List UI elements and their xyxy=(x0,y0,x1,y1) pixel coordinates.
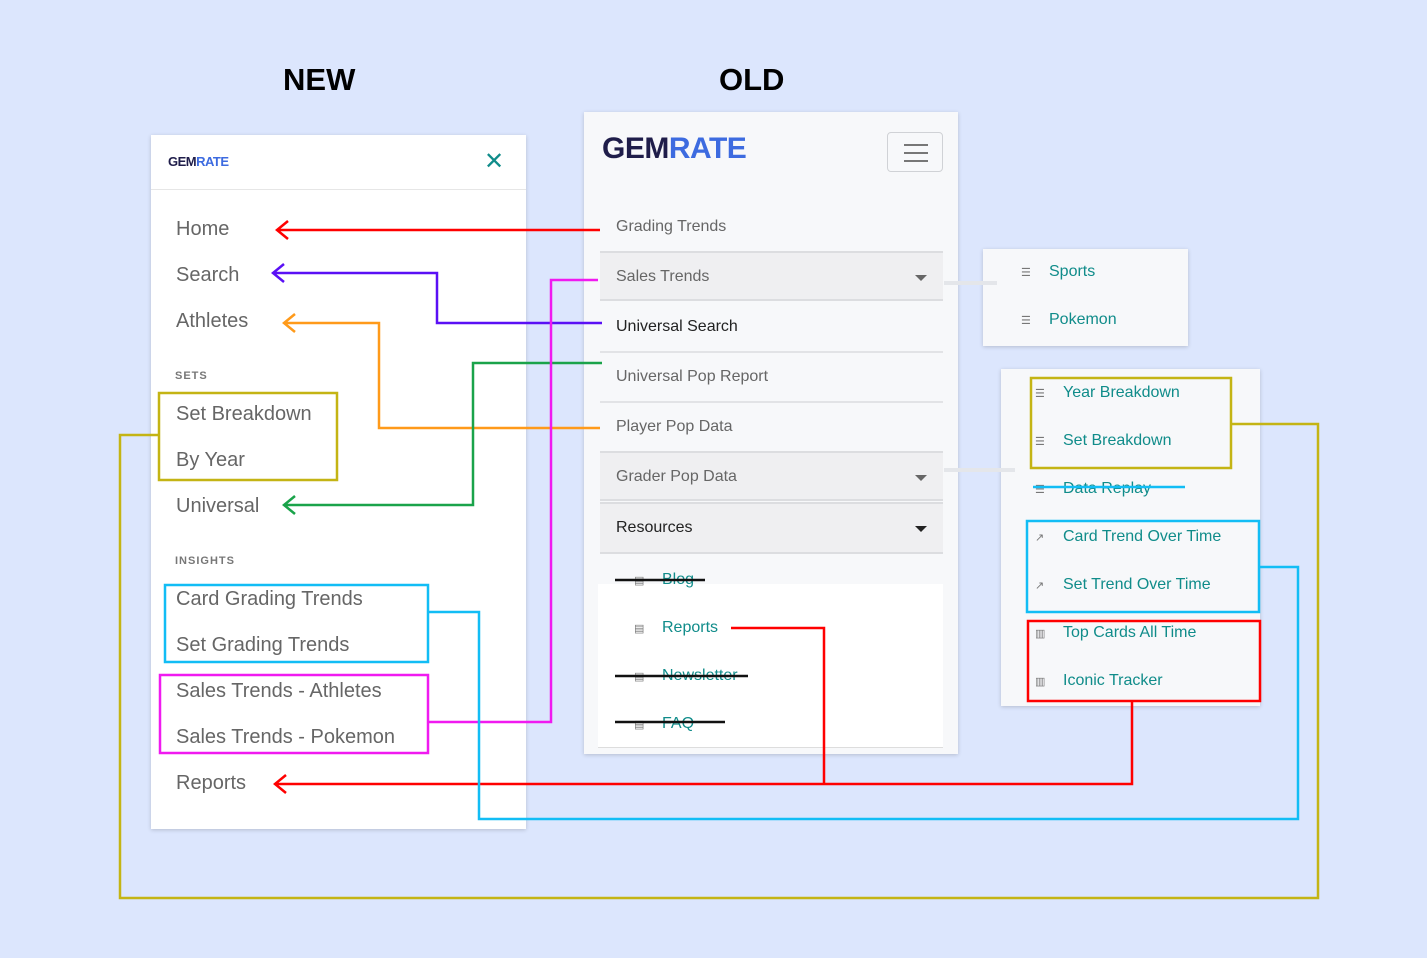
table-icon: ▥ xyxy=(1035,628,1046,640)
sales-pokemon[interactable]: ☰Pokemon xyxy=(1021,311,1117,328)
sets-heading: SETS xyxy=(175,370,208,382)
old-sales-trends[interactable]: Sales Trends xyxy=(600,251,943,301)
box-sets-old xyxy=(1029,376,1233,470)
document-icon: ▤ xyxy=(634,623,645,635)
box-sales xyxy=(158,673,430,755)
caret-down-icon xyxy=(915,475,927,481)
box-sets-new xyxy=(157,391,339,482)
old-menu-panel: GEMRATE Grading Trends Sales Trends Univ… xyxy=(584,112,958,754)
nav-home[interactable]: Home xyxy=(176,218,230,240)
line-trends xyxy=(428,565,1300,821)
nav-reports[interactable]: Reports xyxy=(176,772,247,794)
sales-submenu: ☰Sports ☰Pokemon xyxy=(983,249,1188,346)
caret-down-icon xyxy=(915,526,927,532)
nav-by-year[interactable]: By Year xyxy=(176,449,245,471)
grader-data-replay[interactable]: ☰Data Replay xyxy=(1035,480,1152,497)
nav-athletes[interactable]: Athletes xyxy=(176,310,249,332)
grader-card-trend[interactable]: ↗Card Trend Over Time xyxy=(1035,528,1222,545)
res-reports[interactable]: ▤Reports xyxy=(634,619,719,636)
nav-card-grading-trends[interactable]: Card Grading Trends xyxy=(176,588,363,610)
sales-sports[interactable]: ☰Sports xyxy=(1021,263,1096,280)
new-label: NEW xyxy=(283,62,356,97)
old-universal-pop-report[interactable]: Universal Pop Report xyxy=(600,353,943,403)
res-faq[interactable]: ▤FAQ xyxy=(634,715,695,732)
box-top-cards xyxy=(1026,619,1262,703)
grader-iconic-tracker[interactable]: ▥Iconic Tracker xyxy=(1035,672,1163,689)
close-icon[interactable]: ✕ xyxy=(484,148,505,175)
gemrate-logo[interactable]: GEMRATE xyxy=(602,132,747,165)
hamburger-menu-button[interactable] xyxy=(887,132,943,172)
grader-submenu: ☰Year Breakdown ☰Set Breakdown ☰Data Rep… xyxy=(1001,369,1260,706)
list-icon: ☰ xyxy=(1021,315,1031,327)
arrow-athletes xyxy=(282,313,600,430)
list-icon: ☰ xyxy=(1035,436,1045,448)
new-menu-panel: GEMRATE ✕ Home Search Athletes SETS Set … xyxy=(151,135,526,829)
table-icon: ▥ xyxy=(1035,676,1046,688)
divider xyxy=(151,189,526,190)
trend-icon: ↗ xyxy=(1035,580,1045,592)
nav-set-breakdown[interactable]: Set Breakdown xyxy=(176,403,312,425)
old-grading-trends[interactable]: Grading Trends xyxy=(616,218,727,235)
grader-set-breakdown[interactable]: ☰Set Breakdown xyxy=(1035,432,1172,449)
nav-sales-pokemon[interactable]: Sales Trends - Pokemon xyxy=(176,726,395,748)
box-trends-new xyxy=(163,583,430,664)
resources-submenu xyxy=(598,584,943,748)
list-icon: ☰ xyxy=(1035,484,1045,496)
nav-universal[interactable]: Universal xyxy=(176,495,260,517)
arrow-reports xyxy=(273,626,1134,794)
arrow-universal xyxy=(282,361,602,515)
grader-year-breakdown[interactable]: ☰Year Breakdown xyxy=(1035,384,1180,401)
caret-down-icon xyxy=(915,275,927,281)
old-grader-pop-data[interactable]: Grader Pop Data xyxy=(600,451,943,501)
old-universal-search[interactable]: Universal Search xyxy=(600,303,943,353)
list-icon: ☰ xyxy=(1035,388,1045,400)
nav-set-grading-trends[interactable]: Set Grading Trends xyxy=(176,634,350,656)
old-label: OLD xyxy=(719,62,785,97)
nav-sales-athletes[interactable]: Sales Trends - Athletes xyxy=(176,680,382,702)
arrow-search xyxy=(271,263,602,325)
insights-heading: INSIGHTS xyxy=(175,555,235,567)
list-icon: ☰ xyxy=(1021,267,1031,279)
old-player-pop-data[interactable]: Player Pop Data xyxy=(616,418,733,435)
nav-search[interactable]: Search xyxy=(176,264,240,286)
grader-top-cards[interactable]: ▥Top Cards All Time xyxy=(1035,624,1197,641)
old-resources[interactable]: Resources xyxy=(600,502,943,554)
document-icon: ▤ xyxy=(634,719,645,731)
box-trends-old xyxy=(1025,519,1261,614)
trend-icon: ↗ xyxy=(1035,532,1045,544)
line-sales xyxy=(428,278,598,724)
grader-set-trend[interactable]: ↗Set Trend Over Time xyxy=(1035,576,1211,593)
arrow-home xyxy=(275,220,600,240)
gemrate-logo[interactable]: GEMRATE xyxy=(168,154,229,169)
line-sets xyxy=(118,422,1320,900)
